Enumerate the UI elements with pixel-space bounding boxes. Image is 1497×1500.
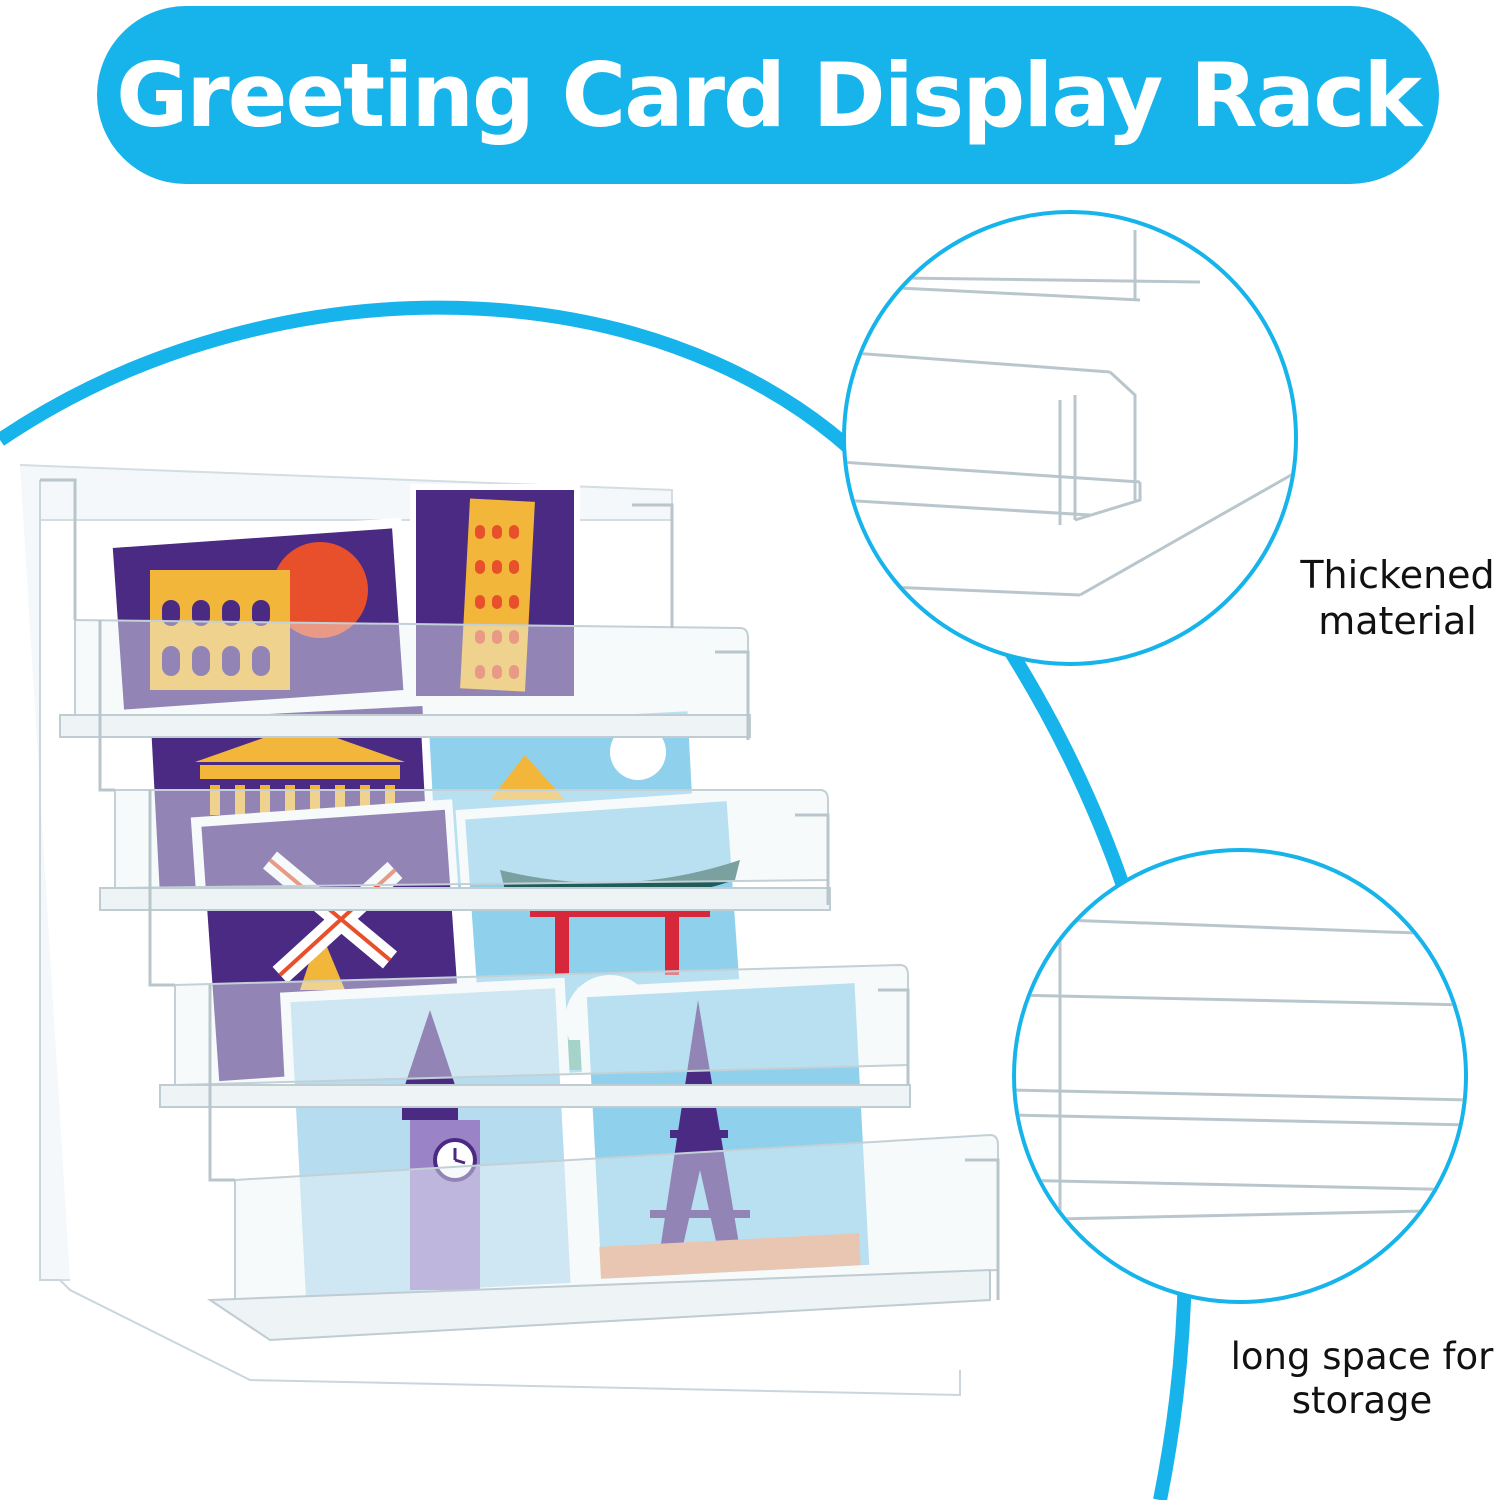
callout-line: storage [1291, 1379, 1433, 1423]
card-leaning-tower [410, 484, 580, 702]
card-eiffel-tower [577, 972, 878, 1288]
shelf-fronts [74, 618, 999, 1302]
page-title: Greeting Card Display Rack [116, 43, 1422, 147]
callout-line: long space for [1230, 1335, 1494, 1378]
title-banner: Greeting Card Display Rack [97, 6, 1439, 184]
side-rails [40, 478, 1000, 1300]
callout-line: material [1318, 598, 1477, 643]
detail-circle-thickened [842, 210, 1298, 666]
callout-line: Thickened [1300, 553, 1495, 597]
callout-thickened-material: Thickened material [1290, 553, 1497, 644]
card-big-ben [279, 977, 582, 1308]
callout-long-space: long space for storage [1222, 1335, 1497, 1424]
detail-circle-storage [1012, 848, 1468, 1304]
shelf-bases [59, 714, 991, 1342]
card-colosseum [102, 517, 414, 719]
